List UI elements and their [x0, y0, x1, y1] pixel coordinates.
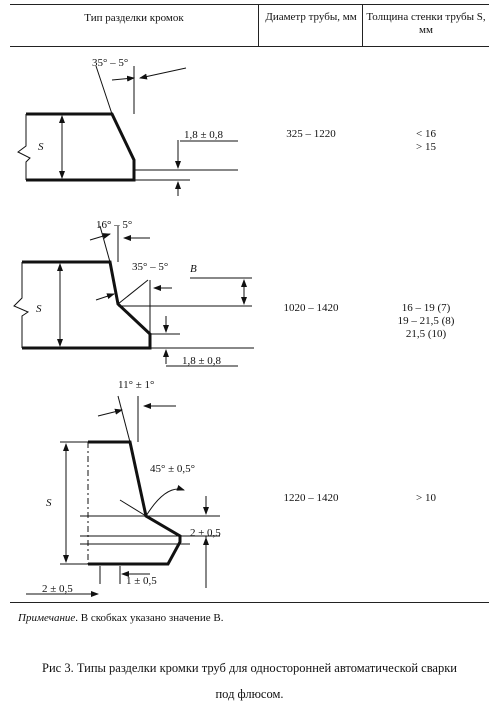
- row3-thickness: > 10: [416, 492, 436, 504]
- note-label: Примечание: [18, 612, 76, 624]
- diagram-1-s-label: S: [38, 141, 44, 153]
- diagram-3-compound-bevel: S 11° ± 1° 45° ± 0,5° 2 ± 0,5: [26, 379, 221, 597]
- diagram-2-b-label: B: [190, 263, 197, 275]
- table-note: Примечание. В скобках указано значение B…: [18, 612, 223, 624]
- diagram-3-right-dim-label: 2 ± 0,5: [190, 527, 221, 539]
- row3-diameter: 1220 – 1420: [283, 492, 339, 504]
- diagram-2-mid-angle-label: 35° – 5°: [132, 261, 168, 273]
- edge-preparation-drawings: S 35° – 5° 1,8 ± 0,8 S 16°: [13, 57, 254, 597]
- diagram-2-double-bevel: S 16° – 5° 35° – 5° B 1,8 ± 0,8: [13, 219, 254, 367]
- row1-diameter: 325 – 1220: [286, 128, 336, 140]
- diagram-3-s-label: S: [46, 497, 52, 509]
- diagram-3-bottom-left-label: 2 ± 0,5: [42, 583, 73, 595]
- diagram-3-mid-angle-label: 45° ± 0,5°: [150, 463, 195, 475]
- header-edge-type: Тип разделки кромок: [84, 12, 184, 24]
- diagram-2-top-angle-label: 16° – 5°: [96, 219, 132, 231]
- note-text: . В скобках указано значение B.: [75, 612, 224, 624]
- header-pipe-diameter: Диаметр трубы, мм: [265, 11, 357, 23]
- figure-caption-line-2: под флюсом.: [215, 687, 284, 701]
- row1-thickness: < 16 > 15: [416, 128, 436, 153]
- row2-thickness: 16 – 19 (7) 19 – 21,5 (8) 21,5 (10): [397, 302, 455, 340]
- diagram-2-s-label: S: [36, 303, 42, 315]
- table-top-border: [10, 4, 489, 5]
- row2-diameter: 1020 – 1420: [283, 302, 339, 314]
- diagram-2-root-label: 1,8 ± 0,8: [182, 355, 222, 367]
- diagram-1-angle-label: 35° – 5°: [92, 57, 128, 69]
- header-wall-thickness: Толщина стенки трубы S, мм: [366, 11, 486, 36]
- figure-caption-line-1: Рис 3. Типы разделки кромки труб для одн…: [42, 661, 457, 675]
- diagram-1-bevel: S 35° – 5° 1,8 ± 0,8: [17, 57, 238, 196]
- table-col-divider-1: [258, 4, 259, 46]
- diagram-1-root-label: 1,8 ± 0,8: [184, 129, 224, 141]
- table-header-divider: [10, 46, 489, 47]
- diagram-3-bottom-mid-label: 1 ± 0,5: [126, 575, 157, 587]
- table-col-divider-2: [362, 4, 363, 46]
- table-bottom-border: [10, 602, 489, 603]
- diagram-3-top-angle-label: 11° ± 1°: [118, 379, 154, 391]
